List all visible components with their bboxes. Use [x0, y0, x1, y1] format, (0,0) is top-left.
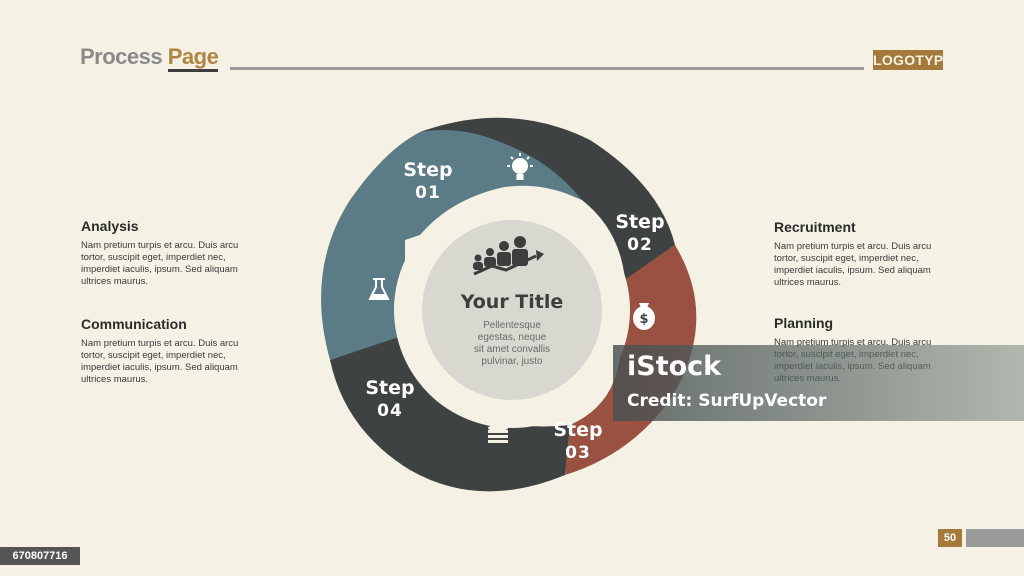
communication-block: Communication Nam pretium turpis et arcu… — [81, 316, 261, 386]
step-01-number: 01 — [415, 183, 441, 203]
recruitment-heading: Recruitment — [774, 219, 856, 235]
step-02-label: Step — [615, 211, 664, 233]
step-03-number: 03 — [565, 443, 591, 463]
svg-text:$: $ — [639, 312, 648, 327]
flask-icon — [368, 278, 390, 300]
step-02-number: 02 — [627, 235, 653, 255]
communication-heading: Communication — [81, 316, 187, 332]
step-04-label: Step — [365, 377, 414, 399]
recruitment-text: Nam pretium turpis et arcu. Duis arcu to… — [774, 241, 932, 288]
communication-text: Nam pretium turpis et arcu. Duis arcu to… — [81, 338, 239, 385]
header-rule — [230, 67, 864, 70]
planning-heading: Planning — [774, 315, 834, 331]
center-line-1: Pellentesque — [483, 320, 541, 331]
process-cycle-diagram: Step 01 Step 02 Step 03 Step 04 $ — [321, 117, 697, 492]
center-line-4: pulvinar, justo — [481, 356, 543, 367]
page-number-bar — [966, 529, 1024, 547]
analysis-text: Nam pretium turpis et arcu. Duis arcu to… — [81, 240, 239, 287]
analysis-heading: Analysis — [81, 218, 139, 234]
step-01-label: Step — [403, 159, 452, 181]
step-01-segment — [321, 129, 582, 360]
center-title: Your Title — [460, 291, 564, 313]
team-growth-icon — [473, 236, 544, 276]
step-04-segment — [330, 335, 570, 492]
coins-stack-icon — [488, 425, 508, 443]
center-line-2: egestas, neque — [478, 332, 547, 343]
center-line-3: sit amet convallis — [474, 344, 550, 355]
recruitment-block: Recruitment Nam pretium turpis et arcu. … — [774, 219, 954, 289]
page-number: 50 — [938, 529, 962, 547]
watermark-brand: iStock — [627, 351, 722, 382]
page-title: Process Page — [80, 44, 219, 72]
watermark-credit: Credit: SurfUpVector — [627, 391, 827, 411]
title-accent: Page — [167, 44, 219, 72]
logotype-badge: LOGOTYPE — [873, 50, 954, 70]
lightbulb-icon — [507, 153, 533, 180]
title-plain: Process — [80, 44, 163, 69]
step-03-label: Step — [553, 419, 602, 441]
analysis-block: Analysis Nam pretium turpis et arcu. Dui… — [81, 218, 261, 288]
money-bag-icon: $ — [633, 303, 655, 330]
istock-watermark: iStock Credit: SurfUpVector — [613, 345, 1024, 421]
stock-id-label: 670807716 — [0, 547, 80, 565]
step-04-number: 04 — [377, 401, 403, 421]
center-disc — [422, 220, 602, 400]
